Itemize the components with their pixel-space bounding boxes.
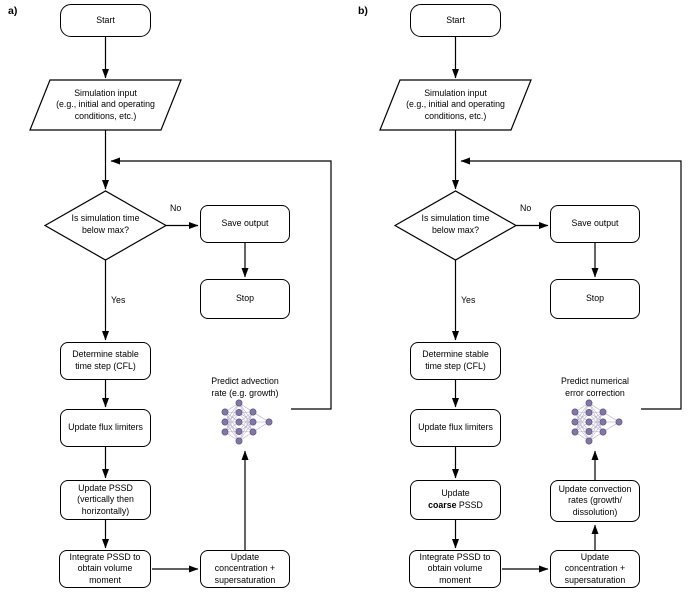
- stop-node: Stop: [200, 279, 290, 319]
- yes-edge-label: Yes: [111, 295, 126, 305]
- flux-limiters-node: Update flux limiters: [410, 409, 501, 447]
- decision-node: Is simulation time below max?: [71, 213, 140, 235]
- simulation-input-node: Simulation input (e.g., initial and oper…: [56, 87, 155, 121]
- start-node: Start: [60, 4, 151, 37]
- feedback-loop-arrow: [110, 157, 332, 410]
- update-coarse-pssd-node: Update coarse PSSD: [410, 480, 501, 520]
- save-output-node: Save output: [550, 205, 640, 243]
- save-output-node: Save output: [200, 205, 290, 243]
- integrate-pssd-node: Integrate PSSD to obtain volume moment: [409, 550, 501, 588]
- input-parallelogram-shape: [379, 79, 532, 131]
- panel-b-connector-layer: [379, 37, 682, 573]
- panel-a-connector-layer: [29, 37, 332, 573]
- stop-node: Stop: [550, 279, 640, 319]
- panel-b: b) Start Simulation input (e.g., initial…: [350, 0, 700, 600]
- no-edge-label: No: [520, 203, 532, 213]
- update-pssd-node: Update PSSD (vertically then horizontall…: [60, 480, 151, 520]
- panel-a-label: a): [8, 5, 18, 17]
- input-parallelogram-shape: [29, 79, 182, 131]
- panel-a: a) Start Simulation input (e.g., initial…: [8, 4, 332, 588]
- convection-rates-node: Update convection rates (growth/ dissolu…: [550, 480, 640, 522]
- start-node: Start: [410, 4, 501, 37]
- neural-network-icon: [571, 399, 623, 445]
- concentration-node: Update concentration + supersaturation: [550, 550, 640, 588]
- time-step-node: Determine stable time step (CFL): [60, 342, 151, 380]
- concentration-node: Update concentration + supersaturation: [200, 550, 290, 588]
- nn-predict-label: Predict numerical error correction: [561, 376, 629, 398]
- flux-limiters-node: Update flux limiters: [60, 409, 151, 447]
- time-step-node: Determine stable time step (CFL): [410, 342, 501, 380]
- feedback-loop-arrow: [460, 157, 682, 410]
- integrate-pssd-node: Integrate PSSD to obtain volume moment: [59, 550, 151, 588]
- yes-edge-label: Yes: [461, 295, 476, 305]
- decision-node: Is simulation time below max?: [421, 213, 490, 235]
- panel-b-label: b): [358, 5, 368, 17]
- nn-predict-node: Predict advection rate (e.g. growth): [200, 370, 290, 448]
- nn-predict-node: Predict numerical error correction: [550, 370, 640, 448]
- no-edge-label: No: [170, 203, 182, 213]
- coarse-pssd-text: Update coarse PSSD: [428, 488, 483, 510]
- nn-predict-label: Predict advection rate (e.g. growth): [211, 376, 279, 398]
- neural-network-icon: [221, 399, 273, 445]
- simulation-input-node: Simulation input (e.g., initial and oper…: [406, 87, 505, 121]
